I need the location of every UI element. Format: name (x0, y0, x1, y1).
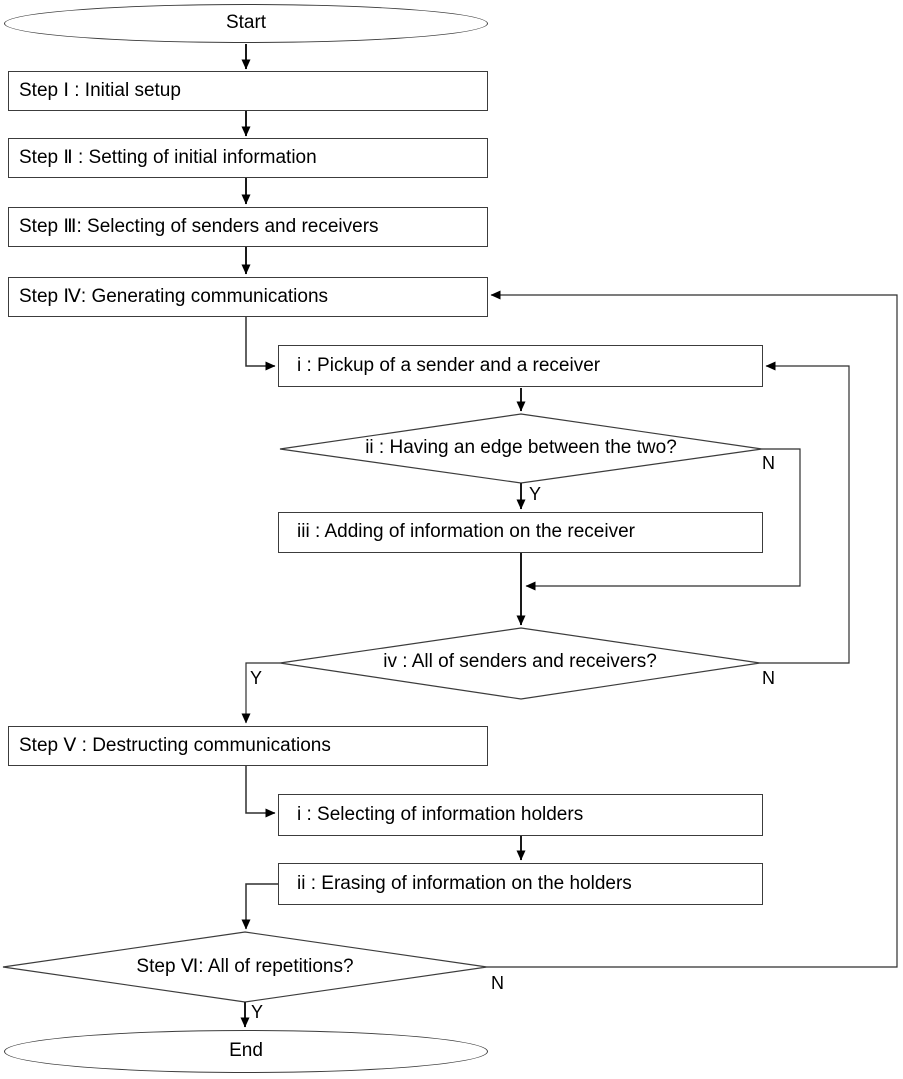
branch-label-step6-no: N (491, 973, 504, 993)
node-step6-label: Step Ⅵ: All of repetitions? (136, 956, 354, 977)
node-sub4-ii-label: ii : Having an edge between the two? (365, 437, 677, 458)
decision-sub4-iv-shape (279, 627, 761, 700)
node-sub4-i: i : Pickup of a sender and a receiver (278, 345, 763, 387)
edge-sub4iv-yes-step5 (241, 662, 280, 724)
edge-sub4iv-no-loop (760, 361, 850, 664)
node-step1: Step Ⅰ : Initial setup (8, 71, 488, 111)
node-sub4-iii: iii : Adding of information on the recei… (278, 512, 763, 553)
edge-step5-sub5i (245, 766, 276, 818)
branch-label-step6-yes: Y (251, 1002, 264, 1022)
node-sub5-i: i : Selecting of information holders (278, 794, 763, 836)
node-sub5-ii: ii : Erasing of information on the holde… (278, 863, 763, 905)
branch-label-sub4-ii-yes: Y (529, 484, 542, 504)
branch-label-sub4-ii-no: N (762, 453, 775, 473)
branch-label-sub4-iv-yes: Y (250, 668, 263, 688)
edge-sub4ii-no-loop (525, 448, 801, 591)
node-sub4-iv-label: iv : All of senders and receivers? (383, 651, 657, 672)
node-start: Start (4, 4, 488, 43)
node-end: End (4, 1030, 488, 1073)
edge-step6-no-loop (487, 290, 898, 968)
node-step3: Step Ⅲ: Selecting of senders and receive… (8, 207, 488, 247)
node-step4: Step Ⅳ: Generating communications (8, 277, 488, 317)
node-step2: Step Ⅱ : Setting of initial information (8, 138, 488, 178)
edge-step4-sub4i (245, 317, 276, 371)
branch-label-sub4-iv-no: N (762, 668, 775, 688)
node-step5: Step Ⅴ : Destructing communications (8, 726, 488, 766)
edge-sub5ii-step6 (241, 883, 278, 930)
